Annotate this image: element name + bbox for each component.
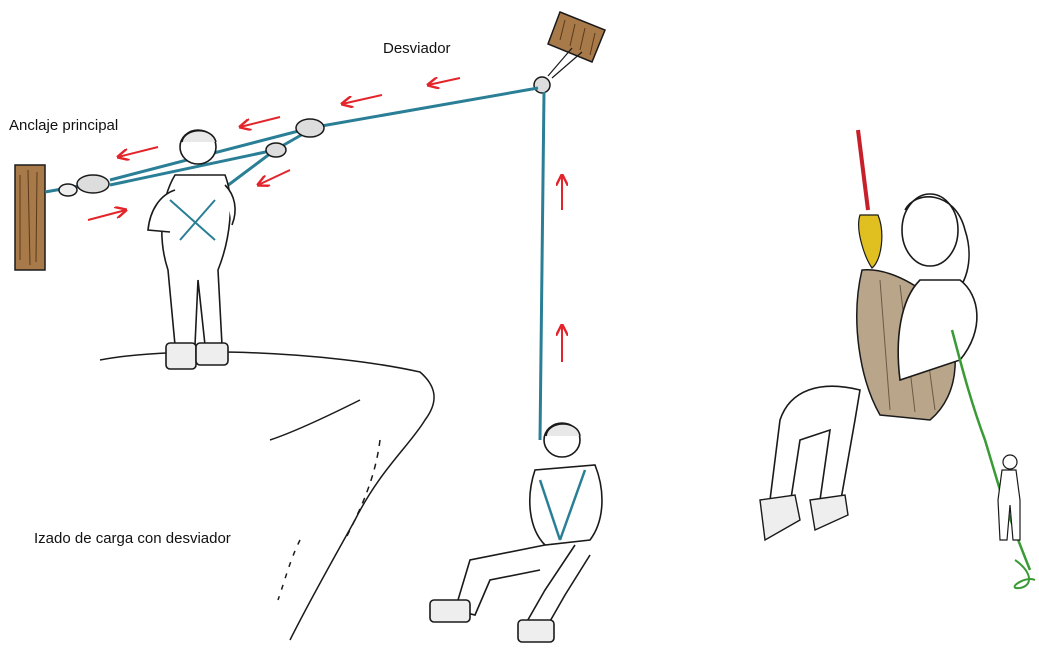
red-rope	[858, 130, 868, 210]
pulley-icon	[534, 77, 550, 93]
carabiner-icon	[859, 215, 882, 268]
hanging-rescuer-figure	[430, 423, 602, 642]
blue-rope-system	[45, 88, 544, 440]
right-arrow-icon	[88, 210, 126, 220]
cliff-edge	[100, 352, 434, 640]
deviator-anchor-icon	[534, 12, 605, 93]
tree-anchor-icon	[15, 165, 45, 270]
deviator-label: Desviador	[383, 40, 451, 57]
left-arrow-icon	[240, 117, 280, 127]
rescue-seat-figure	[760, 130, 1035, 588]
left-arrow-icon	[428, 78, 460, 85]
small-helper-figure	[998, 455, 1020, 540]
left-arrow-icon	[342, 95, 382, 104]
main-anchor-label: Anclaje principal	[9, 117, 118, 134]
left-arrow-icon	[118, 147, 158, 157]
hoist-caption: Izado de carga con desviador	[34, 530, 231, 547]
left-arrow-icon	[258, 170, 290, 185]
